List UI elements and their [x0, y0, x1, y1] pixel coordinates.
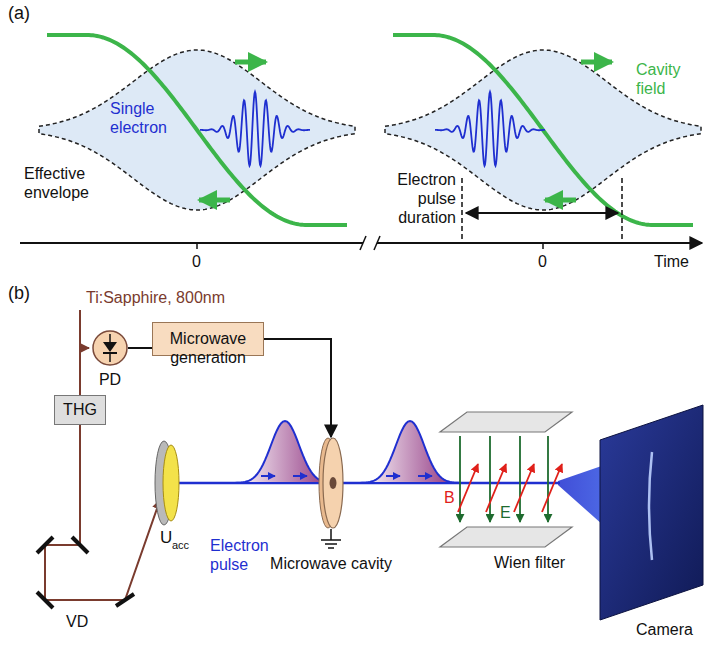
process-box: THG — [54, 395, 107, 425]
filter-label: Wien filter — [494, 553, 565, 572]
b-field-arrow — [542, 464, 562, 512]
filter-plate — [440, 412, 572, 432]
mirror — [37, 537, 53, 553]
axis-tick — [196, 243, 198, 249]
axis-tick — [542, 243, 544, 249]
filter-plate — [440, 527, 572, 547]
panel-label: (a) — [8, 4, 30, 23]
photocathode — [163, 445, 179, 521]
cavity-disk — [318, 437, 344, 529]
node-text: PD — [99, 370, 121, 389]
time-axis — [377, 242, 702, 244]
field-label: Cavity field — [636, 60, 694, 98]
mirror — [116, 594, 134, 606]
axis-label: Time — [654, 252, 689, 271]
timing-panel — [20, 35, 702, 250]
voltage-label: U — [160, 528, 172, 547]
node-text: THG — [55, 400, 106, 419]
photodiode-symbol — [92, 330, 128, 366]
node-text: Microwave generation — [157, 329, 259, 367]
axis-break — [374, 236, 380, 250]
propagation-arrow — [418, 475, 432, 477]
ground-symbol — [330, 529, 332, 540]
pulse-label: Electron pulse — [210, 536, 280, 574]
envelope-label: Effective envelope — [24, 164, 114, 202]
laser-beam — [45, 425, 160, 600]
electron-pulses — [235, 421, 460, 483]
camera-screen — [600, 405, 703, 620]
mirror — [37, 592, 53, 608]
propagation-arrow — [386, 475, 400, 477]
photodiode: PD — [92, 330, 128, 366]
electron-label: Single electron — [110, 99, 180, 137]
e-field-arrow — [547, 436, 549, 522]
delay-label: VD — [66, 612, 88, 631]
camera-streak — [649, 452, 652, 560]
connector — [264, 339, 331, 437]
duration-marker — [461, 178, 463, 243]
laser-beam — [80, 347, 89, 349]
laser-beam — [79, 310, 81, 395]
b-field-label: B — [444, 488, 455, 507]
propagation-arrow — [261, 475, 275, 477]
e-field-arrow — [519, 436, 521, 522]
axis-zero: 0 — [538, 252, 547, 271]
laser-label: Ti:Sapphire, 800nm — [86, 288, 225, 307]
electron-wavepacket — [435, 92, 545, 166]
field-arrow — [545, 198, 576, 203]
panel-label: (b) — [8, 284, 30, 303]
b-field-arrow — [458, 464, 478, 512]
microwave-cavity: Microwave cavity — [318, 437, 344, 529]
field-arrows — [458, 436, 562, 522]
setup-panel — [37, 310, 703, 620]
ground-symbol — [328, 547, 334, 549]
e-field-label: E — [500, 503, 511, 522]
field-arrow — [235, 60, 266, 65]
axis-zero: 0 — [192, 252, 201, 271]
ground-symbol — [325, 543, 337, 545]
field-arrow — [199, 198, 230, 203]
b-field-arrow — [514, 464, 534, 512]
camera-label: Camera — [636, 620, 693, 639]
duration-arrow — [466, 212, 618, 214]
time-axis — [20, 242, 363, 244]
e-field-arrow — [489, 436, 491, 522]
mirror — [72, 537, 88, 553]
field-arrow — [581, 60, 612, 65]
ground-symbol — [321, 539, 341, 541]
connector — [128, 347, 152, 349]
process-box: Microwave generation — [152, 322, 264, 356]
node-text: Microwave cavity — [270, 554, 392, 573]
envelopes — [39, 35, 701, 225]
electron-wavepacket — [200, 92, 310, 166]
axis-break — [360, 236, 366, 250]
duration-marker — [621, 178, 623, 243]
cavity-field — [47, 35, 347, 225]
voltage-subscript: acc — [172, 539, 189, 551]
duration-label: Electron pulse duration — [380, 170, 456, 227]
propagation-arrow — [293, 475, 307, 477]
